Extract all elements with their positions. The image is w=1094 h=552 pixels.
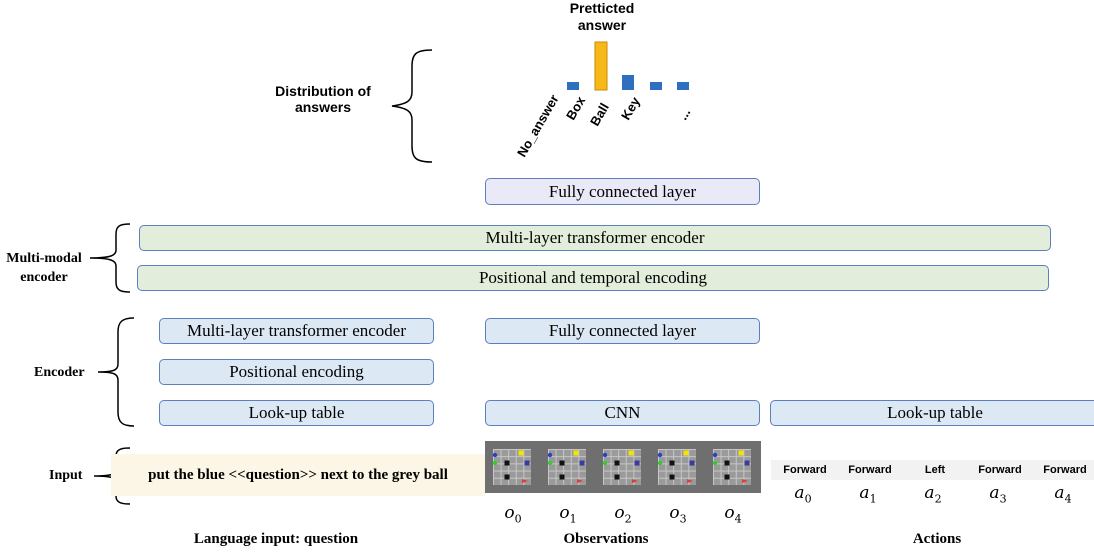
answer-bar-1 [594,41,608,91]
action-var-0: a0 [794,483,812,506]
caption-language-input: Language input: question [193,531,359,547]
multimodal-encoder-label: Multi-modal encoder [6,251,82,285]
obs-object [602,460,608,466]
distribution-brace [391,49,433,163]
fully-connected-layer-top: Fully connected layer [485,178,760,205]
obs-object [657,460,663,466]
obs-object [683,450,689,456]
obs-object [547,460,553,466]
answer-bar-3 [650,82,662,90]
input-label: Input [49,468,83,483]
obs-object [573,450,579,456]
observation-var-0: o0 [504,503,522,526]
distribution-label: Distribution of answers [275,83,371,115]
caption-observations: Observations [563,531,649,547]
observation-frame-0 [485,441,541,493]
language-transformer-encoder: Multi-layer transformer encoder [159,318,434,344]
observation-frame-4 [705,441,761,493]
obs-object [724,474,730,480]
obs-object [492,460,498,466]
obs-object [742,479,748,483]
observation-frame-2 [595,441,651,493]
obs-object [559,474,565,480]
actions-strip [771,460,1094,480]
obs-object [518,450,524,456]
caption-actions: Actions [912,531,962,547]
obs-object [669,460,675,466]
encoder-brace [97,317,135,427]
action-4: Forward [1043,464,1087,476]
answer-bar-4 [677,82,689,90]
observation-var-2: o2 [614,503,632,526]
question-text: put the blue <<question>> next to the gr… [111,454,485,496]
observation-fully-connected-layer: Fully connected layer [485,318,760,344]
predicted-answer-label: Pretticted answer [569,0,635,33]
obs-object [522,479,528,483]
obs-object [634,460,640,466]
obs-object [669,474,675,480]
obs-object [628,450,634,456]
answer-tick-2: Ball [586,100,612,129]
answer-tick-0: No_answer [513,92,562,160]
obs-object [689,460,695,466]
positional-temporal-encoding: Positional and temporal encoding [137,265,1049,291]
action-var-1: a1 [859,483,877,506]
obs-object [579,460,585,466]
answer-tick-4: ... [675,105,694,123]
answer-tick-1: Box [563,93,589,123]
answer-bar-0 [567,82,579,90]
answer-distribution-bars [567,41,689,91]
obs-object [602,452,608,458]
obs-object [657,452,663,458]
obs-object [712,460,718,466]
obs-object [492,452,498,458]
action-3: Forward [978,464,1022,476]
obs-object [524,460,530,466]
obs-object [712,452,718,458]
obs-object [559,460,565,466]
positional-encoding: Positional encoding [159,359,434,385]
obs-object [738,450,744,456]
obs-object [687,479,693,483]
action-1: Forward [848,464,892,476]
observation-frame-3 [650,441,706,493]
obs-object [614,460,620,466]
observation-objects [492,450,750,483]
obs-object [724,460,730,466]
input-brace [93,447,131,505]
obs-object [547,452,553,458]
obs-object [632,479,638,483]
cnn-layer: CNN [485,400,760,426]
obs-object [504,460,510,466]
obs-object [744,460,750,466]
action-var-3: a3 [989,483,1007,506]
multimodal-brace [89,223,131,293]
encoder-label: Encoder [34,365,85,380]
observation-var-3: o3 [669,503,687,526]
action-0: Forward [783,464,827,476]
action-var-2: a2 [924,483,942,506]
answer-tick-3: Key [618,94,644,123]
obs-object [614,474,620,480]
obs-object [577,479,583,483]
language-lookup-table: Look-up table [159,400,434,426]
answer-bar-2 [622,75,634,90]
observation-var-4: o4 [724,503,742,526]
action-2: Left [924,464,946,476]
action-var-4: a4 [1054,483,1072,506]
obs-object [504,474,510,480]
observation-var-1: o1 [559,503,577,526]
action-lookup-table: Look-up table [770,400,1094,426]
observation-frame-1 [540,441,596,493]
multimodal-transformer-encoder: Multi-layer transformer encoder [139,225,1051,251]
